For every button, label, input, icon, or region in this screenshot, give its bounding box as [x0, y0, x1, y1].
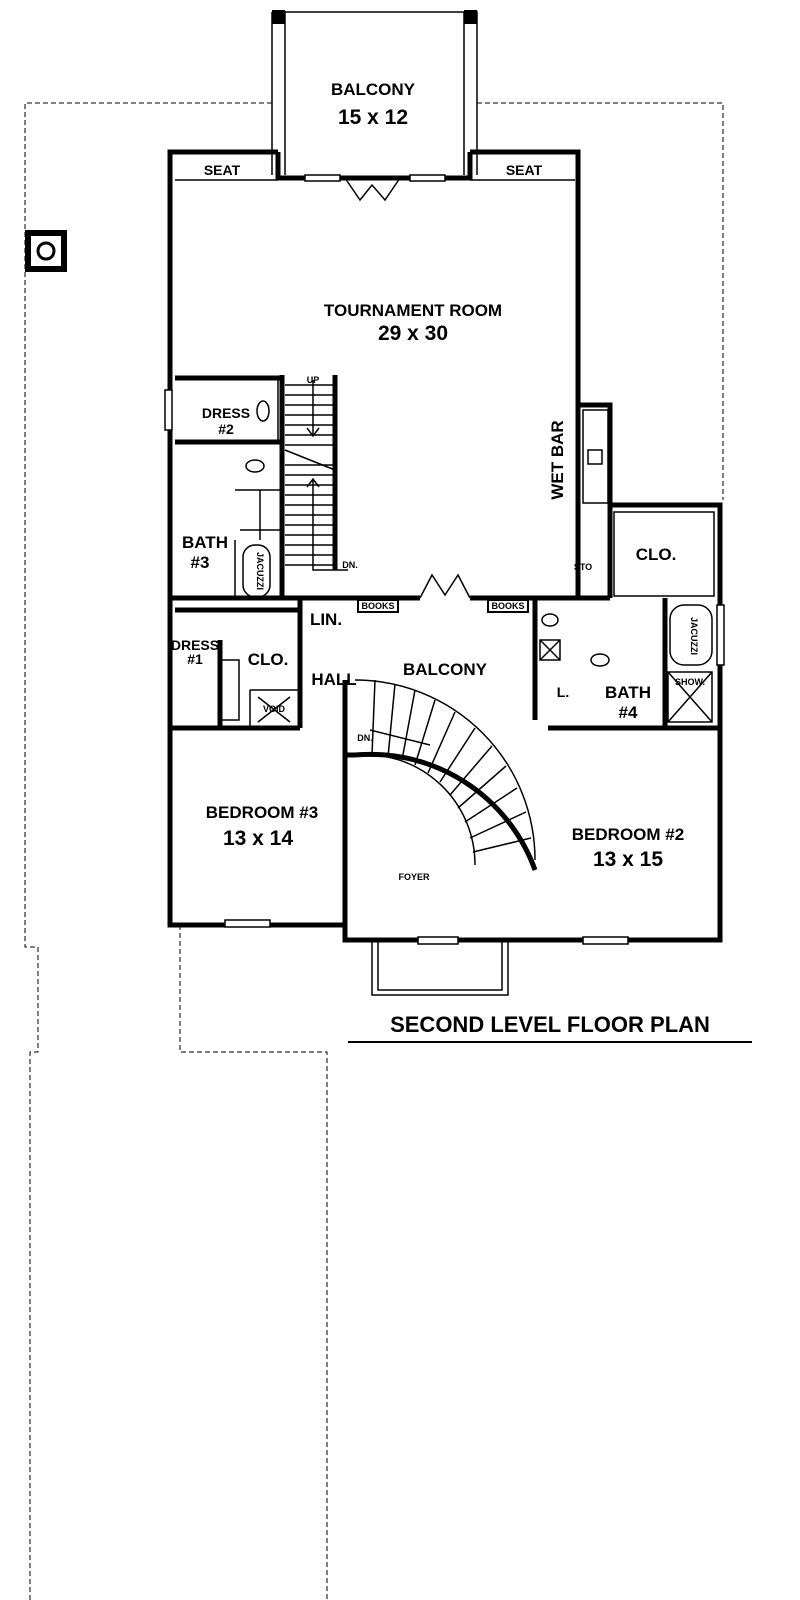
- jacuzzi-left-label: JACUZZI: [255, 552, 265, 590]
- bath3-label: BATH: [182, 533, 228, 552]
- bedroom3-size: 13 x 14: [223, 827, 293, 850]
- plan-title: SECOND LEVEL FLOOR PLAN: [390, 1012, 710, 1037]
- shower-label: SHOW.: [675, 677, 705, 687]
- curved-stair: [354, 679, 538, 871]
- seat-left-label: SEAT: [204, 162, 241, 178]
- toilet-icon: [245, 459, 265, 473]
- balcony-label: BALCONY: [403, 660, 488, 679]
- bath4-label: BATH: [605, 683, 651, 702]
- top-balcony: [271, 10, 478, 175]
- bedroom3-label: BEDROOM #3: [206, 803, 318, 822]
- tournament-room-label: TOURNAMENT ROOM: [324, 301, 502, 320]
- interior-walls: [170, 375, 720, 925]
- wet-bar-label: WET BAR: [548, 420, 567, 499]
- clo-right-label: CLO.: [636, 545, 677, 564]
- dress1-label: DRESS: [171, 637, 219, 653]
- exterior-walls: [167, 149, 723, 943]
- stair-up-label: UP: [307, 375, 320, 385]
- dress1-num: #1: [187, 651, 203, 667]
- dress2-label: DRESS: [202, 405, 250, 421]
- bedroom2-label: BEDROOM #2: [572, 825, 684, 844]
- bar-sink-icon: [587, 449, 603, 465]
- seat-right-label: SEAT: [506, 162, 543, 178]
- tournament-room-size: 29 x 30: [378, 322, 448, 345]
- lower-level-outline: [24, 102, 724, 1600]
- jacuzzi-left-icon: [242, 544, 271, 598]
- straight-stair: [284, 380, 348, 571]
- linen-small-label: L.: [557, 684, 569, 700]
- void-label: VOID: [263, 704, 286, 714]
- jacuzzi-right-icon: [669, 604, 713, 666]
- dress2-num: #2: [218, 421, 234, 437]
- stair-dn-label: DN.: [342, 560, 358, 570]
- sink-icon: [256, 400, 270, 422]
- hall-label: HALL: [311, 670, 356, 689]
- sto-label: STO: [574, 562, 592, 572]
- clo-left-label: CLO.: [248, 650, 289, 669]
- bedroom2-size: 13 x 15: [593, 848, 663, 871]
- bath3-num: #3: [191, 553, 210, 572]
- foyer-label: FOYER: [398, 872, 430, 882]
- curved-stair-dn-label: DN.: [357, 733, 373, 743]
- top-balcony-size: 15 x 12: [338, 106, 408, 129]
- books-right-label: BOOKS: [491, 601, 524, 611]
- top-balcony-label: BALCONY: [331, 80, 416, 99]
- chimney-icon: [25, 230, 67, 272]
- jacuzzi-right-label: JACUZZI: [689, 617, 699, 655]
- books-left-label: BOOKS: [361, 601, 394, 611]
- lin-label: LIN.: [310, 610, 342, 629]
- bath4-num: #4: [619, 703, 638, 722]
- shower-icon: [667, 671, 713, 723]
